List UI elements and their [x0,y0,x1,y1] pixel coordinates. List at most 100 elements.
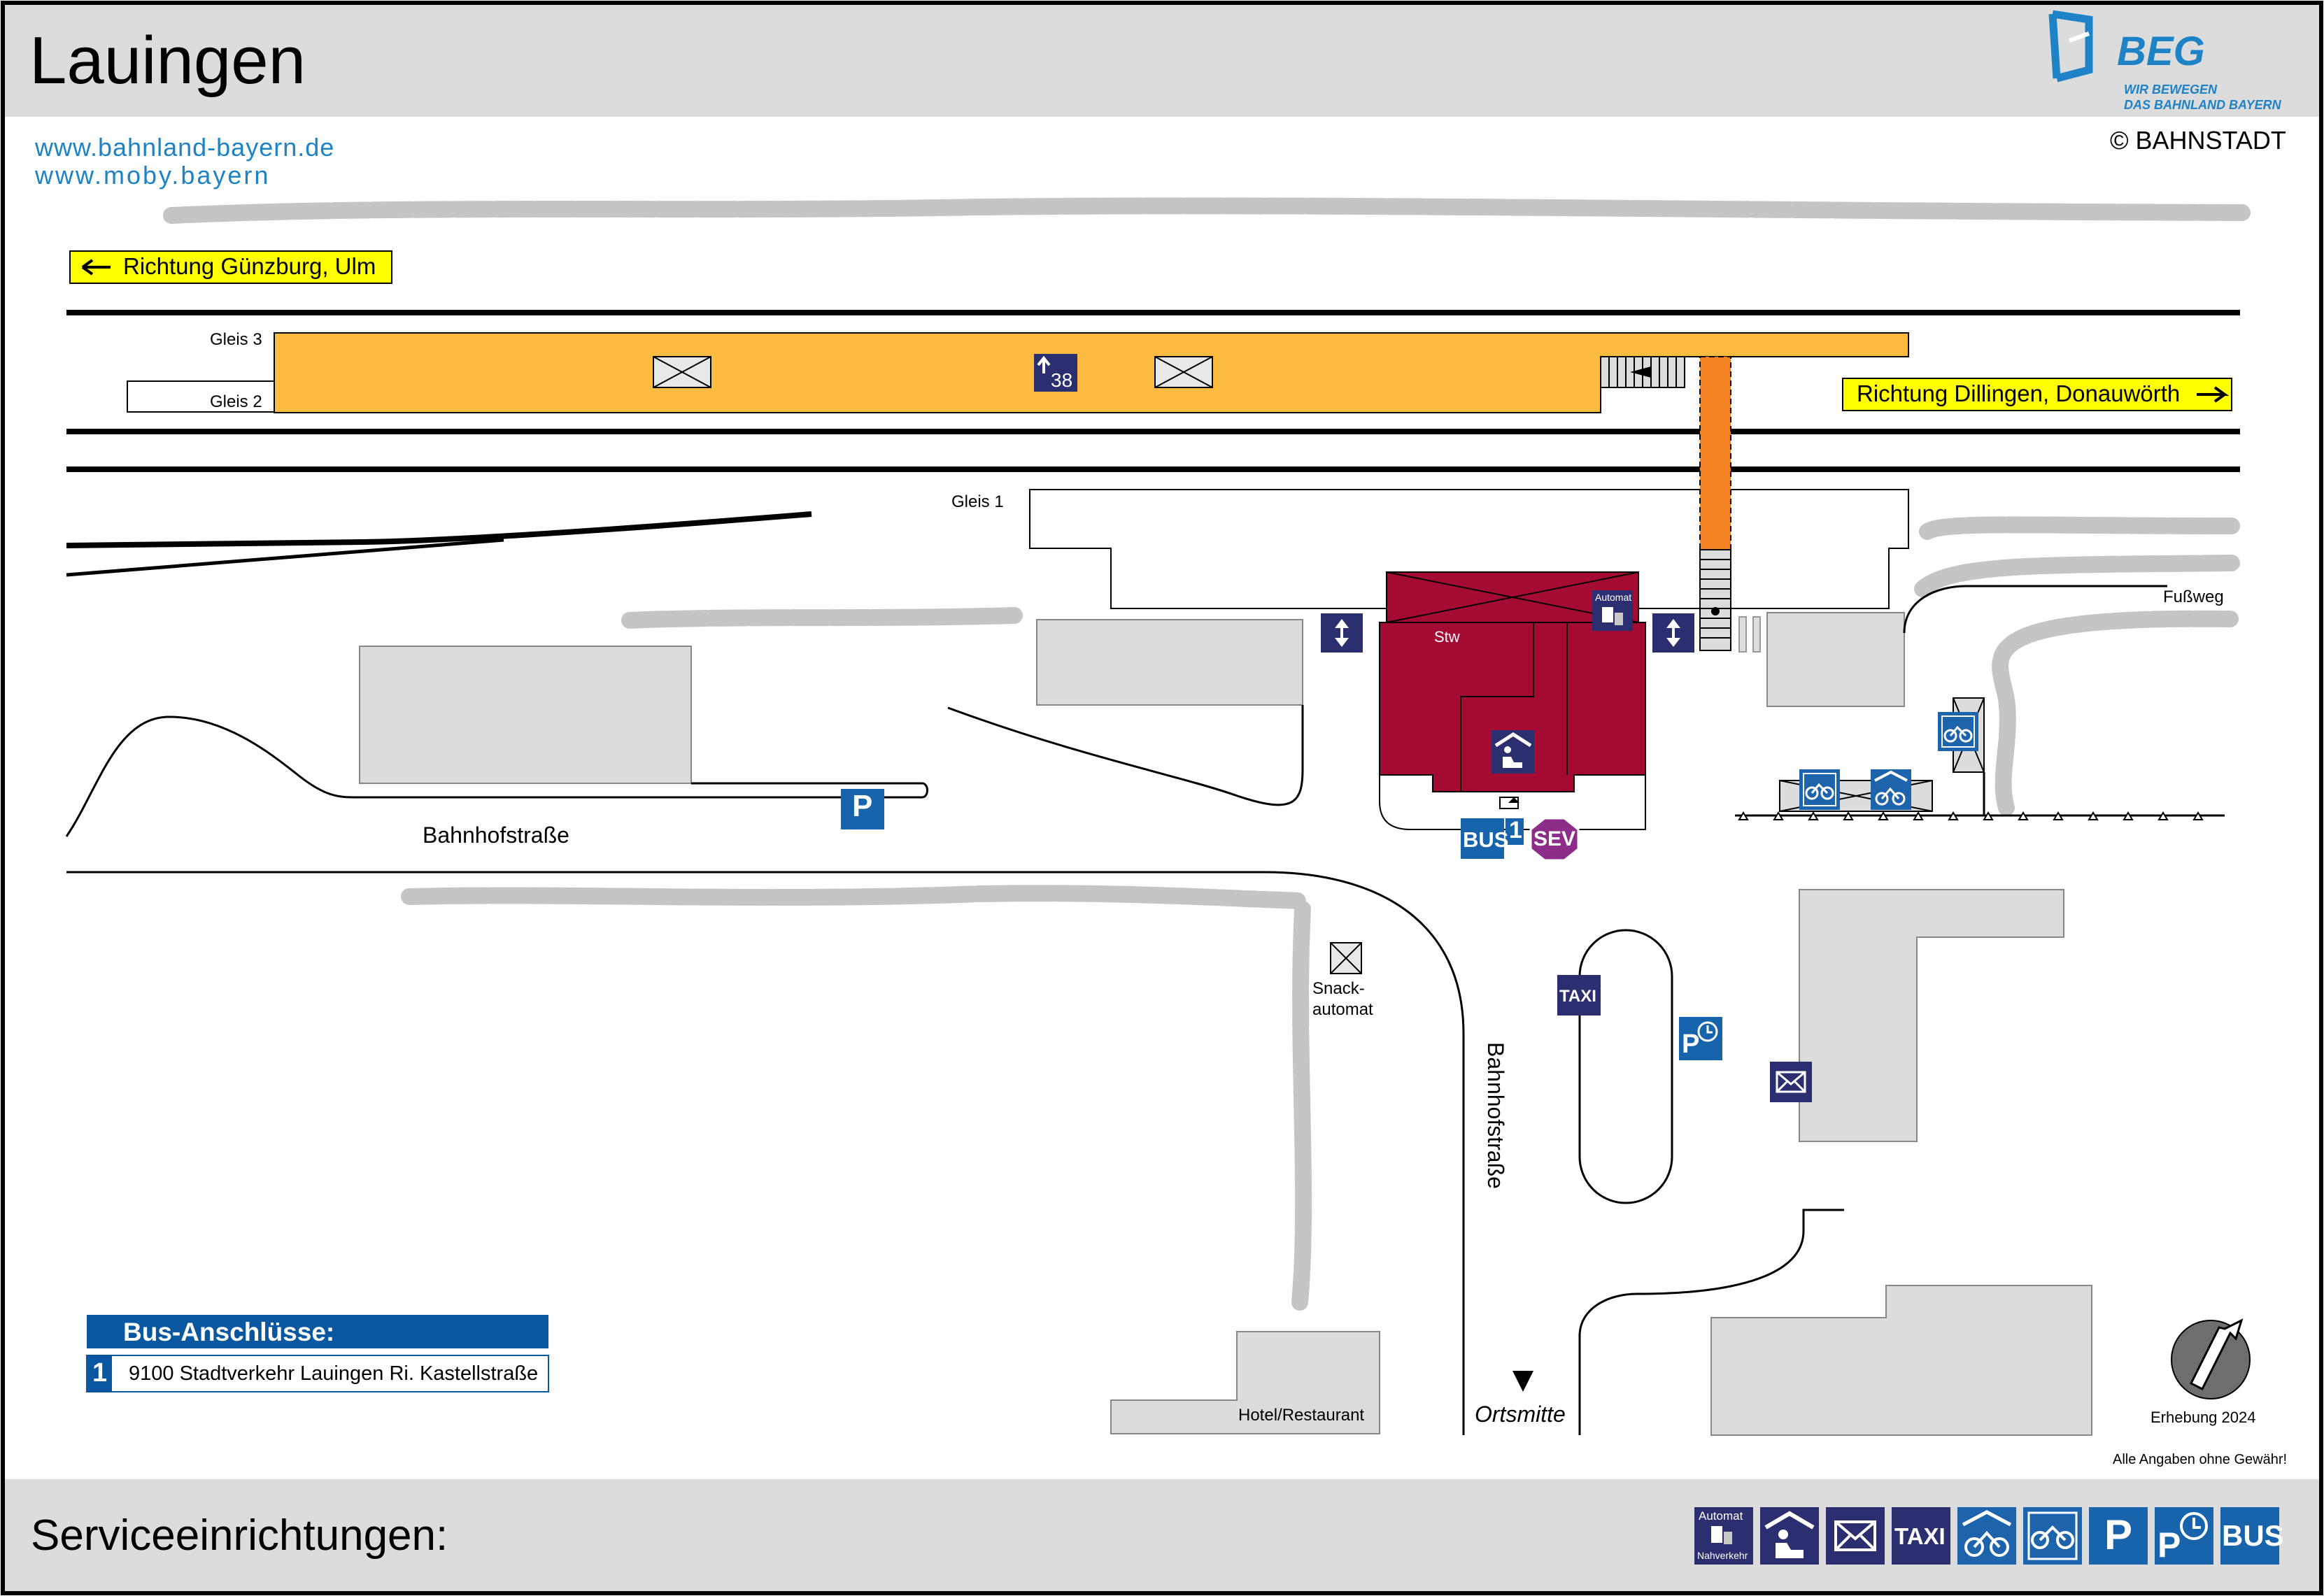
elevator-icon [1321,613,1363,653]
stw-label: Stw [1434,628,1460,646]
branch-track [66,538,504,577]
bus-row-text: 9100 Stadtverkehr Lauingen Ri. Kastellst… [129,1362,539,1385]
bus-line-number: 1 [1509,817,1522,843]
platform-gleis-1 [1029,489,1909,609]
short-parking-label: P [1682,1029,1700,1059]
legend-parking-label: P [2104,1511,2133,1558]
legend-bus-label: BUS [2222,1519,2284,1552]
bus-stop-icon [1461,818,1504,859]
info-board-icon [1154,356,1213,388]
sev-badge-label: SEV [1533,827,1576,850]
beg-logo-icon [2048,10,2093,83]
building-southeast [1799,889,2064,1142]
link-bahnland[interactable]: www.bahnland-bayern.de [35,133,335,162]
survey-label: Erhebung 2024 [2151,1409,2256,1426]
waiting-room-icon [1492,730,1535,774]
legend-ticket-machine-icon [1694,1507,1753,1565]
elevator-icon [1652,613,1694,653]
brand-name: BEG [2117,29,2205,74]
automat-label: Automat [1595,592,1632,603]
building-south [1710,1285,2092,1436]
road-west [65,715,928,837]
bus-line-badge [1505,818,1524,845]
compass-icon [2171,1318,2251,1399]
legend-bike-locker-icon [1957,1507,2016,1565]
hedge-south [401,885,1310,909]
header-bar [5,5,2319,117]
parking-icon [841,789,884,829]
mailbox-icon [1770,1062,1812,1102]
snack-label-line1: Snack- [1312,979,1365,998]
bus-badge-label: BUS [1463,827,1509,852]
brand-slogan-line1: WIR BEWEGEN [2124,83,2217,97]
entrance-arrow-icon [1508,797,1519,803]
direction-west-label: Richtung Günzburg, Ulm [123,253,376,279]
siding-track [66,511,812,548]
legend-short-parking-label: P [2158,1525,2181,1565]
building-hotel [1110,1331,1380,1434]
gleis-2-label: Gleis 2 [210,392,262,411]
legend-short-term-parking-icon [2155,1507,2213,1565]
legend-automat-bottom: Nahverkehr [1697,1550,1748,1561]
fussweg-label: Fußweg [2163,587,2224,606]
bus-loop [1578,929,1673,1204]
legend-bus-icon [2220,1507,2279,1565]
taxi-label: TAXI [1559,987,1596,1006]
direction-arrow-icon [1512,1371,1533,1392]
legend-automat-top: Automat [1699,1509,1743,1523]
gleis-3-label: Gleis 3 [210,330,262,349]
legend-waiting-room-icon [1760,1507,1819,1565]
brand-slogan-line2: DAS BAHNLAND BAYERN [2124,98,2281,112]
direction-east-label: Richtung Dillingen, Donauwörth [1857,380,2181,406]
short-term-parking-icon [1679,1017,1722,1060]
street-south-label: Bahnhofstraße [1483,1042,1508,1189]
parking-label: P [852,789,873,823]
hedge-vertical-west [1291,901,1312,1311]
bike-parking-icon [1799,769,1840,810]
footbridge [1600,356,1761,653]
bus-connections-number-badge [87,1355,112,1392]
gleis-1-label: Gleis 1 [951,492,1004,511]
bahnhofstrasse-road [66,871,1465,1435]
ticket-machine-icon [1592,590,1633,631]
legend-parking-icon [2089,1507,2148,1565]
taxi-icon [1557,975,1601,1016]
street-west-label: Bahnhofstraße [423,822,569,848]
underpass-icon [1034,354,1077,392]
road-southeast [1578,1209,1844,1435]
road-station-access [947,705,1304,806]
arrow-left-icon [81,259,111,276]
sev-icon [1529,817,1580,862]
direction-sign-east [1842,378,2232,411]
bike-parking-icon [1938,712,1978,751]
underpass-number: 38 [1051,369,1073,391]
hedge-north [163,197,2251,224]
bus-connections-header [87,1315,548,1348]
copyright: © BAHNSTADT [2110,126,2286,155]
bus-row-number: 1 [92,1358,108,1388]
fence [1735,811,2225,820]
hedge-east [1992,610,2239,816]
footer-title: Serviceeinrichtungen: [31,1511,448,1560]
bike-locker-icon [1871,769,1911,810]
building-shelter-east [1766,612,1905,707]
snack-label-line2: automat [1312,1000,1373,1019]
legend-taxi-label: TAXI [1894,1523,1946,1549]
disclaimer-label: Alle Angaben ohne Gewähr! [2113,1452,2288,1467]
legend-mailbox-icon [1826,1507,1885,1565]
legend-taxi-icon [1892,1507,1950,1565]
building-shelter-west [1036,619,1303,706]
bus-connections-title: Bus-Anschlüsse: [123,1318,335,1346]
info-board-icon [653,356,711,388]
arrow-right-icon [2197,386,2230,403]
hedge-west [621,607,1023,629]
legend-bike-parking-icon [2023,1507,2082,1565]
snack-machine-icon [1330,942,1362,974]
hedge-northeast [1914,516,2240,597]
station-building [1379,571,1646,830]
footpath [1903,585,2167,634]
page-title: Lauingen [29,23,306,98]
link-moby[interactable]: www.moby.bayern [35,161,271,190]
